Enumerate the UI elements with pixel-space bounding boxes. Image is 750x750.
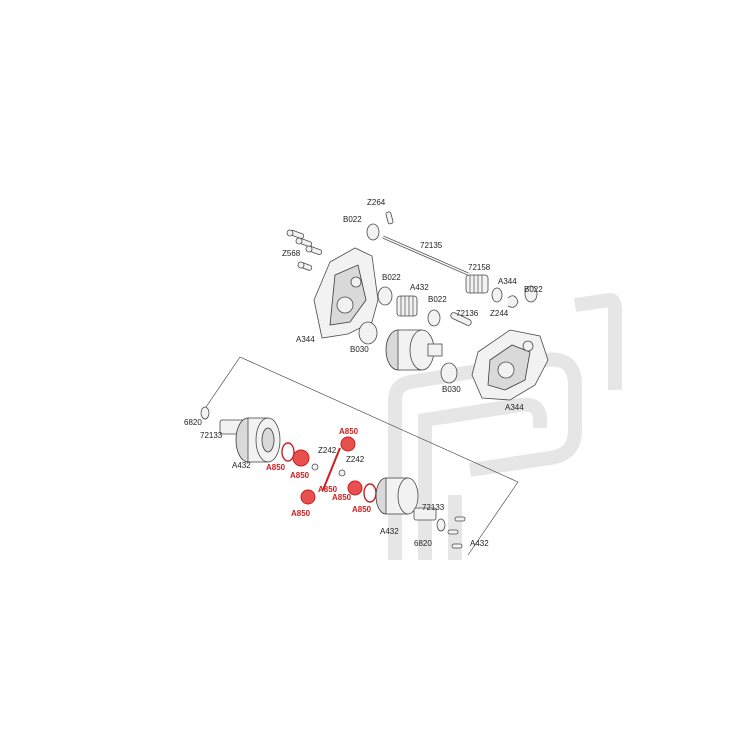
pin-72136 [450,312,472,326]
label-a850-4: A850 [318,485,338,494]
screw-set-a432 [447,516,466,549]
label-a432-mid: A432 [410,283,429,292]
a850-gear-2 [340,436,356,452]
label-a344-left: A344 [296,335,315,344]
label-z244: Z244 [490,309,509,318]
gearbox-case-left [313,247,379,339]
label-z242-a: Z242 [318,446,337,455]
bearing-b030-right [440,362,458,384]
label-z568: Z568 [282,249,301,258]
label-z264: Z264 [367,198,386,207]
roller-a432 [396,295,418,317]
label-6820-left: 6820 [184,418,202,427]
label-a850-3: A850 [290,471,310,480]
roller-72158 [465,274,489,294]
a850-gear-3 [300,489,316,505]
pin-z242-a [311,463,319,471]
label-a850-5: A850 [332,493,352,502]
pin-z242-b [338,469,346,477]
label-a850-6: A850 [291,509,311,518]
gearbox-case-right [471,329,549,401]
bearing-b030-left [358,321,378,345]
label-a432-bottom: A432 [470,539,489,548]
main-gear-drum [385,329,443,371]
label-a850-1: A850 [339,427,359,436]
washer-6820-left [200,406,210,420]
label-a344-right: A344 [498,277,517,286]
watermark-logo [388,292,622,560]
outdrive-72133-right [413,507,437,521]
a850-washer-2 [363,483,377,503]
label-6820-right: 6820 [414,539,432,548]
bearing-b022-top [366,223,380,241]
label-b022-right: B022 [524,285,543,294]
a850-gear-4 [347,480,363,496]
washer-a344 [491,287,503,303]
label-a850-2: A850 [266,463,286,472]
label-b030-right: B030 [442,385,461,394]
label-a432-right: A432 [380,527,399,536]
a850-pin [322,447,341,491]
top-shaft-72135 [382,235,469,276]
bearing-b022-right [524,285,538,303]
label-b022-top: B022 [343,215,362,224]
label-z242-b: Z242 [346,455,365,464]
label-72133-right: 72133 [422,503,445,512]
label-a344-bottom: A344 [505,403,524,412]
a850-parts [281,436,377,505]
label-72135: 72135 [420,241,443,250]
label-a432-left: A432 [232,461,251,470]
label-b022-lower: B022 [428,295,447,304]
label-72158: 72158 [468,263,491,272]
a850-gear-1 [292,449,310,467]
clip-z244 [507,295,519,308]
bearing-b022-mid [377,286,393,306]
diff-case-a432-right [375,477,419,515]
a850-washer-1 [281,442,295,462]
label-a850-7: A850 [352,505,372,514]
label-b030-left: B030 [350,345,369,354]
label-b022-mid: B022 [382,273,401,282]
bearing-b022-lower [427,309,441,327]
screw-set-z568 [286,229,323,271]
pin-z264 [385,211,394,225]
differential-frame [203,356,519,556]
washer-6820-right [436,518,446,532]
label-72133-left: 72133 [200,431,223,440]
diff-case-a432-left [235,417,281,463]
label-72136: 72136 [456,309,479,318]
